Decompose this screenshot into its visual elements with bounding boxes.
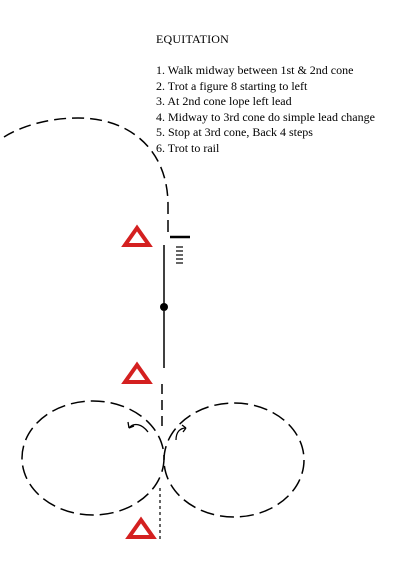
instruction-step: 2. Trot a figure 8 starting to left [156,78,308,93]
pattern-title: EQUITATION [156,32,230,46]
trot-to-rail-path [3,117,169,232]
curved-arrow-icon [127,421,149,433]
instruction-step: 4. Midway to 3rd cone do simple lead cha… [156,109,375,124]
instruction-step: 6. Trot to rail [156,140,220,155]
figure-eight-right-circle [163,402,305,518]
back-up-steps-icon [176,246,183,264]
instruction-step: 5. Stop at 3rd cone, Back 4 steps [156,125,313,140]
instruction-step: 3. At 2nd cone lope left lead [156,94,292,109]
cone-3-icon [121,224,153,247]
dot-marker-icon [160,303,168,311]
cone-2-icon [121,361,153,384]
curved-arrow-icon [175,424,187,441]
cone-1-icon [125,516,157,539]
instruction-step: 1. Walk midway between 1st & 2nd cone [156,63,354,77]
instruction-list: 1. Walk midway between 1st & 2nd cone 2.… [156,63,375,157]
figure-eight-left-circle [21,400,165,516]
